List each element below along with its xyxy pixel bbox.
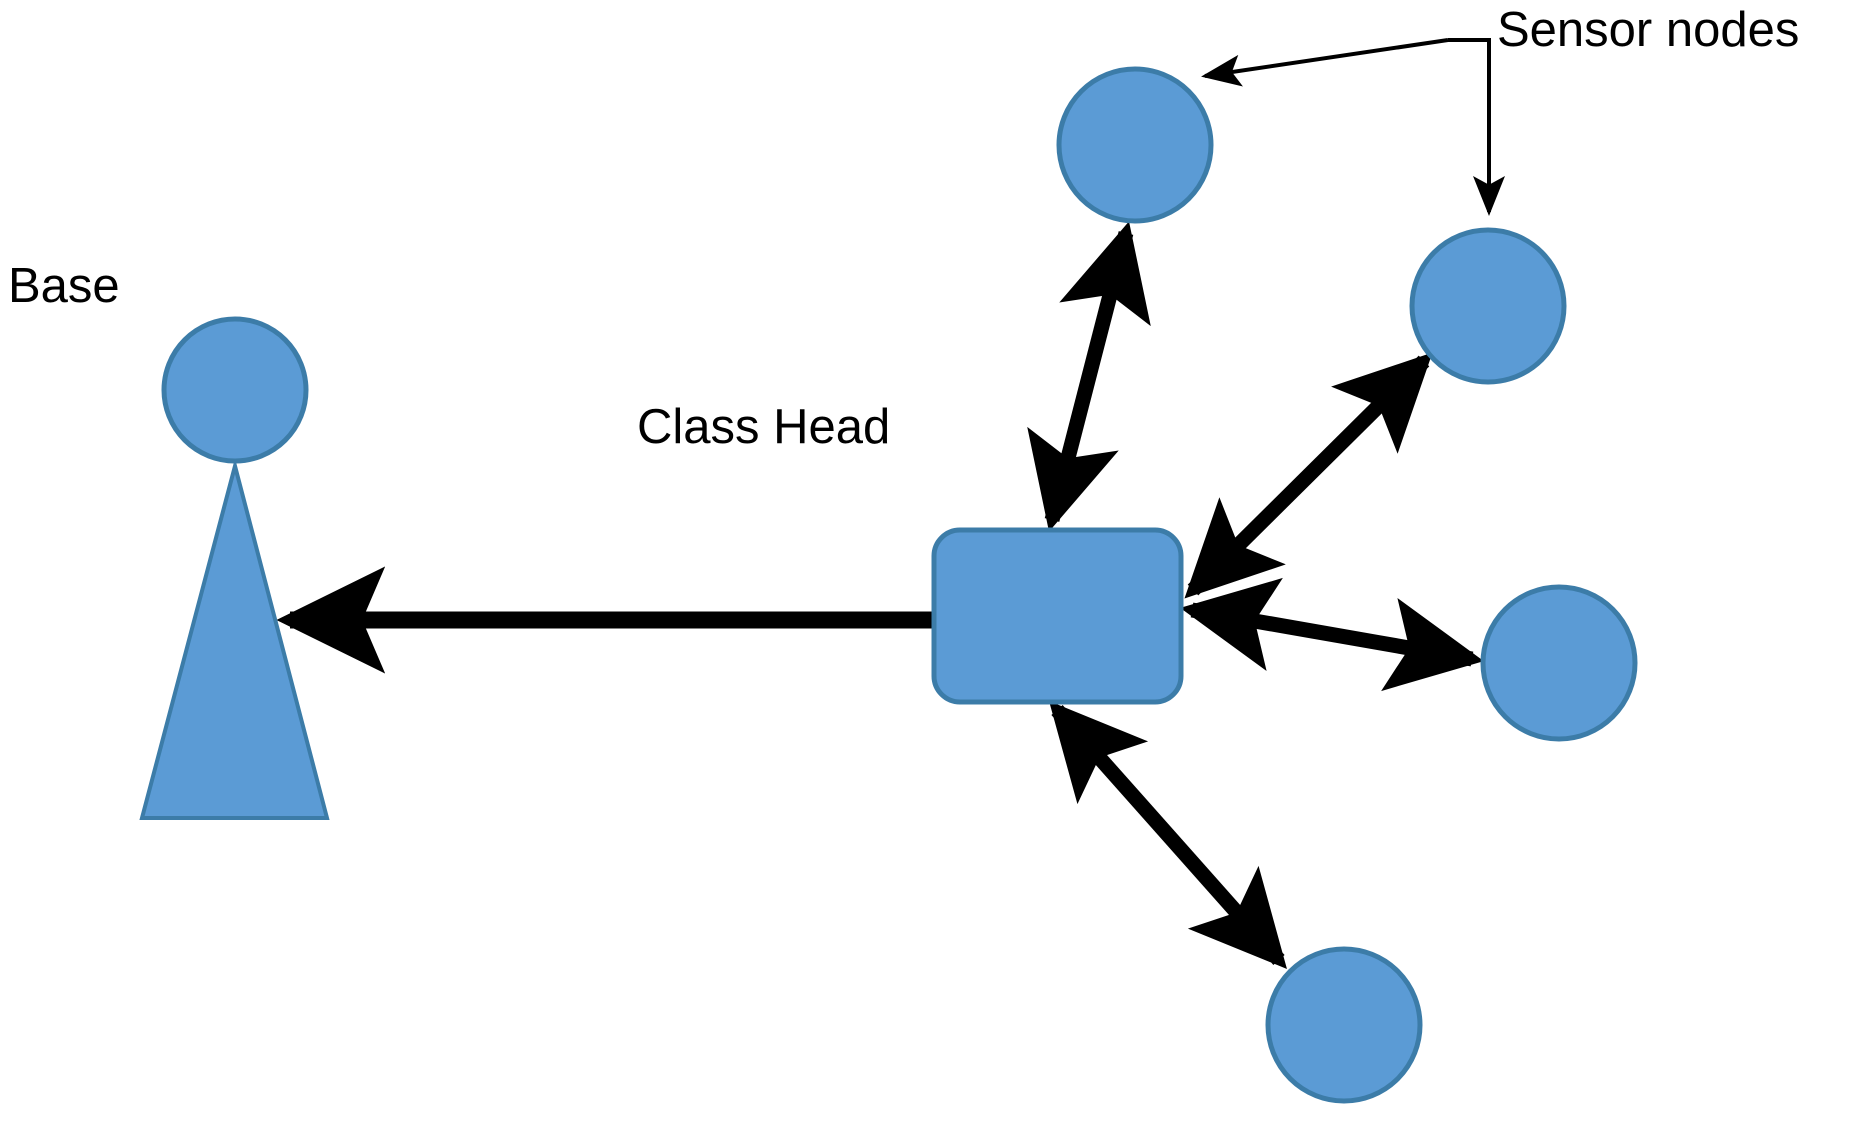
link-class-head-node-4 xyxy=(1049,701,1287,969)
node-sensor-node-3[interactable] xyxy=(1480,584,1638,742)
node-sensor-node-1[interactable] xyxy=(1056,66,1214,224)
leader-layer xyxy=(1201,38,1505,216)
leader-sensor-nodes-right xyxy=(1448,38,1505,216)
class-head-label: Class Head xyxy=(637,400,891,454)
node-class-head[interactable] xyxy=(931,527,1184,705)
node-base-station[interactable] xyxy=(139,316,330,820)
node-sensor-node-2[interactable] xyxy=(1409,227,1567,385)
sensor-nodes-label: Sensor nodes xyxy=(1497,3,1800,57)
link-class-head-node-3 xyxy=(1180,577,1484,692)
base-station-dome xyxy=(161,316,309,464)
leader-sensor-nodes-left xyxy=(1201,38,1449,87)
link-layer xyxy=(276,221,1484,969)
node-sensor-node-4[interactable] xyxy=(1265,946,1423,1104)
base-station-label: Base xyxy=(8,259,120,313)
node-layer xyxy=(139,66,1638,1104)
link-class-head-node-1 xyxy=(1027,221,1151,532)
base-station-tower xyxy=(139,458,330,820)
link-class-head-node-2 xyxy=(1184,352,1433,599)
